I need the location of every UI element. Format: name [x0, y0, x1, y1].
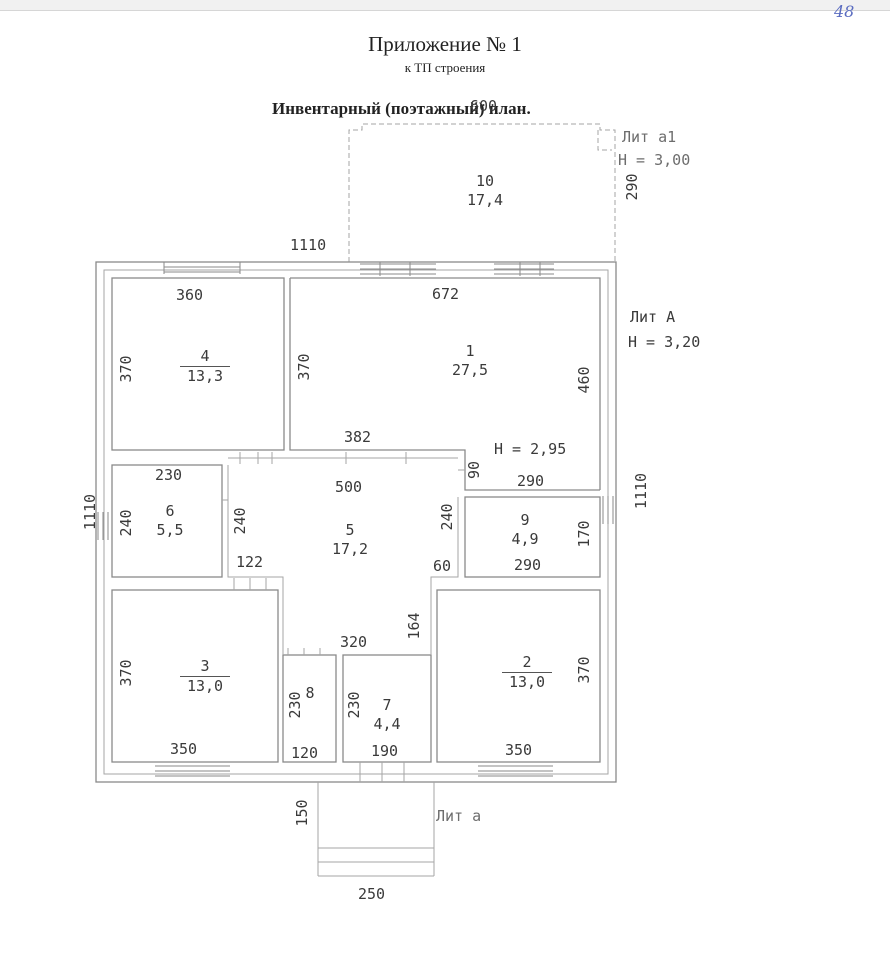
- dim-240-room6-left: 240: [117, 509, 135, 537]
- room-9-area: 4,9: [511, 530, 539, 548]
- room-2-label: 2 13,0: [502, 653, 552, 692]
- room-3-outline: [111, 589, 279, 763]
- dim-170: 170: [575, 520, 593, 548]
- room-3-label: 3 13,0: [180, 657, 230, 696]
- dim-240-room6-right: 240: [231, 507, 249, 535]
- dim-350-room2: 350: [505, 741, 533, 759]
- lit-a1-outline: [348, 123, 616, 262]
- dim-460: 460: [575, 366, 593, 394]
- room-8-number: 8: [305, 684, 315, 702]
- lit-A-label: Лит А: [630, 308, 676, 326]
- door-marks: [222, 452, 465, 782]
- room-1-number: 1: [465, 342, 475, 360]
- room-9-number: 9: [520, 511, 530, 529]
- dim-290-room9-top: 290: [517, 472, 545, 490]
- handwritten-page-number: 48: [834, 2, 855, 21]
- dim-1110-left: 1110: [81, 493, 99, 531]
- room-3-number: 3: [180, 657, 230, 677]
- room-6-outline: [111, 464, 223, 578]
- room-2-area: 13,0: [508, 673, 546, 691]
- dim-60: 60: [433, 557, 452, 575]
- room-10-number: 10: [475, 172, 495, 190]
- room-2-number: 2: [502, 653, 552, 673]
- dim-250: 250: [358, 885, 386, 903]
- room-5-number: 5: [345, 521, 355, 539]
- room-3-area: 13,0: [186, 677, 224, 695]
- room-7-number: 7: [382, 696, 392, 714]
- dim-290-a1: 290: [623, 173, 641, 201]
- room-4-area: 13,3: [186, 367, 224, 385]
- dim-164: 164: [405, 612, 423, 640]
- room-4-label: 4 13,3: [180, 347, 230, 386]
- lit-a-label: Лит а: [436, 807, 482, 825]
- dim-500: 500: [335, 478, 363, 496]
- lit-a1-label: Лит а1: [622, 128, 677, 146]
- dim-320: 320: [340, 633, 368, 651]
- room-2-outline: [436, 589, 601, 763]
- room-7-label: 7 4,4: [362, 696, 412, 734]
- dim-240-room9: 240: [438, 503, 456, 531]
- dim-360: 360: [176, 286, 204, 304]
- room-9-label: 9 4,9: [500, 511, 550, 549]
- plan-title: Инвентарный (поэтажный) план.: [272, 99, 531, 118]
- dim-370-room2: 370: [575, 656, 593, 684]
- dim-230-room8: 230: [286, 691, 304, 719]
- dim-190: 190: [371, 742, 399, 760]
- appendix-title: Приложение № 1: [368, 32, 522, 56]
- room-5-label: 5 17,2: [320, 521, 380, 559]
- room-5-area: 17,2: [331, 540, 369, 558]
- dim-1110-right: 1110: [632, 472, 650, 510]
- room-4-outline: [111, 277, 285, 451]
- room-outlines: [111, 277, 601, 763]
- dim-122: 122: [236, 553, 264, 571]
- top-edge-bar: [0, 0, 890, 11]
- room-6-label: 6 5,5: [145, 502, 195, 540]
- dim-370-room1: 370: [295, 353, 313, 381]
- lit-A-height: H = 3,20: [628, 333, 701, 351]
- dim-120: 120: [291, 744, 319, 762]
- inner-height-label: H = 2,95: [494, 440, 567, 458]
- dim-370-room3: 370: [117, 659, 135, 687]
- dim-600: 600: [470, 97, 498, 115]
- lit-a1-height: H = 3,00: [618, 151, 691, 169]
- room-7-outline: [342, 654, 432, 763]
- room-8-outline: [282, 654, 337, 763]
- room-6-number: 6: [165, 502, 175, 520]
- room-1-label: 1 27,5: [435, 342, 505, 380]
- dim-150: 150: [293, 799, 311, 827]
- room-7-area: 4,4: [373, 715, 401, 733]
- room-1-area: 27,5: [451, 361, 489, 379]
- dim-90: 90: [465, 460, 483, 480]
- dim-290-room9-bottom: 290: [514, 556, 542, 574]
- dim-230-room7: 230: [345, 691, 363, 719]
- room-8-label: 8: [300, 684, 320, 703]
- windows: [97, 261, 614, 777]
- dim-672: 672: [432, 285, 460, 303]
- lit-a-porch: [317, 782, 435, 877]
- appendix-subtitle: к ТП строения: [404, 60, 486, 75]
- dim-382: 382: [344, 428, 372, 446]
- room-10-area: 17,4: [466, 191, 504, 209]
- room-10-label: 10 17,4: [450, 172, 520, 210]
- room-1-outline: [290, 277, 601, 490]
- room-4-number: 4: [180, 347, 230, 367]
- dim-230-room6: 230: [155, 466, 183, 484]
- dim-370-room4: 370: [117, 355, 135, 383]
- room-6-area: 5,5: [156, 521, 184, 539]
- room-9-outline: [464, 496, 601, 578]
- dim-350-room3: 350: [170, 740, 198, 758]
- dim-1110-top: 1110: [290, 236, 327, 254]
